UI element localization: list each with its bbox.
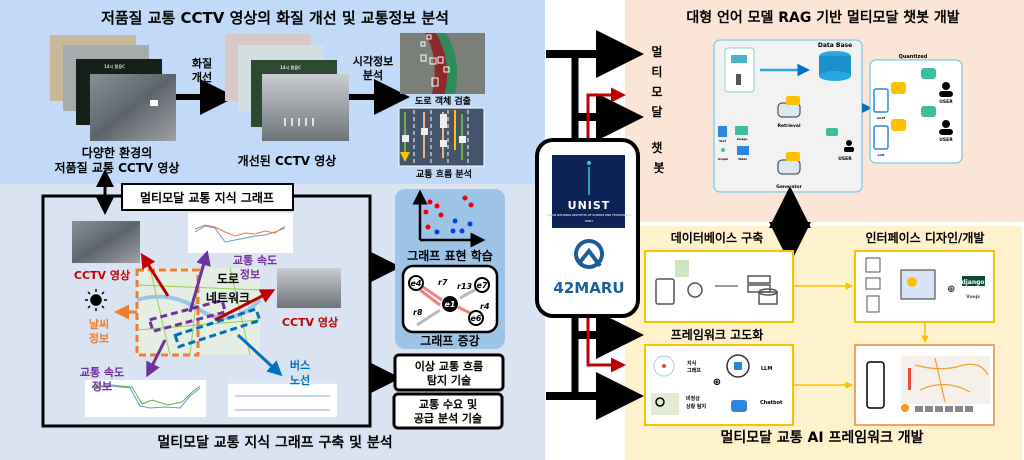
svg-text:USER: USER: [939, 137, 953, 143]
42maru-logo: 42MARU: [553, 239, 625, 297]
svg-text:⊕: ⊕: [713, 377, 721, 388]
sun-icon: [85, 289, 107, 311]
svg-text:USER: USER: [838, 156, 852, 162]
framework-app-screenshot: [866, 356, 990, 412]
cctv-panel-title: 저품질 교통 CCTV 영상의 화질 개선 및 교통정보 분석: [101, 9, 449, 27]
document-types-icons: [718, 126, 749, 155]
arrow-to-cctv-right: [214, 289, 276, 322]
svg-text:e1: e1: [445, 300, 456, 309]
unist-logo: UNIST ULSAN NATIONAL INSTITUTE OF SCIENC…: [547, 155, 632, 228]
detection-caption: 도로 객체 검출: [415, 95, 471, 107]
cctv-image-left: [72, 221, 140, 263]
svg-text:e7: e7: [477, 281, 488, 290]
svg-text:ULSAN NATIONAL INSTITUTE OF SC: ULSAN NATIONAL INSTITUTE OF SCIENCE AND …: [547, 213, 632, 217]
framework-advance-title: 프레임워크 고도화: [671, 327, 764, 342]
svg-text:r13: r13: [457, 282, 473, 291]
retrieval-bot-icon: [777, 96, 801, 118]
kg-label-box: [121, 183, 294, 211]
speed-chart-bottom: [85, 380, 206, 417]
ai-framework-title: 멀티모달 교통 AI 프레임워크 개발: [721, 429, 924, 446]
svg-text:e4: e4: [411, 279, 422, 288]
svg-text:14시 맑음C: 14시 맑음C: [280, 64, 301, 70]
svg-text:r4: r4: [480, 302, 490, 311]
speed-chart-top: [188, 213, 293, 253]
svg-text:USER: USER: [939, 99, 953, 105]
bus-route-image: [228, 378, 337, 417]
db-build-title: 데이터베이스 구축: [671, 230, 764, 245]
svg-text:sLLM: sLLM: [877, 116, 886, 120]
arrow-to-speed-bottom: [146, 339, 167, 378]
arrow-to-speed-top: [188, 250, 211, 313]
low-quality-cctv-stack: 14시 맑음C: [50, 35, 176, 141]
flow-caption: 교통 흐름 분석: [416, 168, 472, 180]
svg-text:그래프 증강: 그래프 증강: [420, 333, 479, 348]
svg-text:LLM: LLM: [878, 153, 885, 157]
rag-panel-title: 대형 언어 모델 RAG 기반 멀티모달 챗봇 개발: [686, 9, 959, 26]
cctv-label-left: CCTV 영상: [74, 268, 130, 282]
kg-panel-title: 멀티모달 교통 지식 그래프 구축 및 분석: [157, 434, 392, 451]
road-object-detection-image: [400, 33, 485, 94]
graph-learning-panel: 그래프 표현 학습 e4 e7 e1 e6 r7 r13 r8 r4 그래프 증…: [395, 189, 505, 349]
svg-text:그래프 표현 학습: 그래프 표현 학습: [407, 248, 493, 263]
connector-arrows: [546, 30, 644, 420]
svg-text:Retrieval: Retrieval: [778, 123, 801, 129]
db-build-icons: [655, 260, 778, 305]
arrow-to-bus: [236, 333, 283, 377]
demand-supply-box: [392, 392, 504, 430]
svg-text:14시 맑음C: 14시 맑음C: [104, 63, 125, 69]
svg-text:r8: r8: [413, 308, 423, 317]
improved-caption: 개선된 CCTV 영상: [238, 153, 337, 168]
svg-text:Quantized: Quantized: [899, 54, 928, 60]
svg-text:e6: e6: [471, 314, 482, 323]
django-logo: [962, 276, 985, 286]
vue-label: Vuejs: [966, 294, 980, 300]
ui-design-title: 인터페이스 디자인/개발: [866, 230, 985, 245]
svg-text:⊕: ⊕: [947, 284, 955, 295]
django-label: django: [961, 279, 984, 286]
cctv-label-right: CCTV 영상: [282, 315, 338, 329]
database-label: Data Base: [818, 42, 852, 49]
anomaly-detection-box: [393, 353, 505, 392]
improved-cctv-stack: 14시 맑음C: [225, 34, 349, 141]
arrow-to-cctv-left: [140, 252, 170, 297]
ui-design-icons: ⊕: [865, 257, 955, 313]
database-icon: [819, 51, 851, 81]
chatbot-label: Chatbot: [760, 400, 783, 406]
cctv-image-right: [277, 268, 341, 308]
kg-label: 멀티모달 교통 지식 그래프: [140, 190, 274, 205]
svg-text:r7: r7: [438, 278, 448, 287]
multimodal-chatbot-vertical-label: 멀 티 모 달 챗 봇: [651, 45, 666, 175]
svg-text:2007: 2007: [585, 219, 593, 223]
svg-text:42MARU: 42MARU: [553, 279, 624, 297]
framework-icons: ⊕: [651, 354, 750, 415]
generator-bot-icon: [777, 152, 801, 175]
svg-text:UNIST: UNIST: [568, 199, 611, 212]
user-icon: [826, 128, 854, 152]
quantized-models: Quantized sLLM LLM USER USER: [869, 54, 963, 164]
traffic-flow-diagram: [398, 107, 485, 167]
llm-label: LLM: [761, 366, 772, 372]
svg-text:Generator: Generator: [776, 184, 802, 190]
